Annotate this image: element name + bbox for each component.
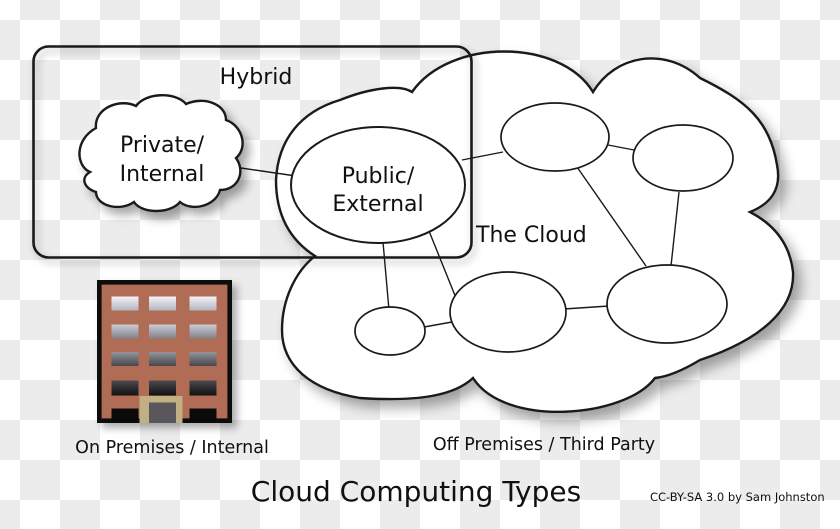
building-icon — [97, 279, 232, 423]
private-internal-cloud — [78, 94, 244, 213]
connector-lines — [240, 144, 680, 328]
connector-node1-node2 — [607, 144, 635, 151]
diagram-title: Cloud Computing Types — [251, 475, 581, 508]
cloud-node-5 — [354, 306, 426, 356]
diagram-labels: Hybrid Private/ Internal Public/ Externa… — [75, 65, 824, 508]
cloud-node-2 — [632, 124, 734, 192]
private-cloud-label-line1: Private/ — [120, 133, 205, 158]
building-windows — [111, 296, 217, 423]
public-external-ellipse — [290, 126, 466, 244]
connector-node1-node3 — [576, 166, 647, 267]
connector-private-public — [240, 167, 297, 177]
public-ellipse-label-line1: Public/ — [342, 164, 415, 189]
building-door — [139, 396, 183, 423]
connector-node4-node3 — [563, 305, 610, 310]
license-attribution: CC-BY-SA 3.0 by Sam Johnston — [650, 490, 825, 504]
public-ellipse-label-line2: External — [332, 192, 423, 217]
connector-public-node4 — [428, 230, 457, 299]
on-premises-label: On Premises / Internal — [75, 438, 269, 458]
cloud-node-1 — [500, 102, 610, 172]
the-cloud-label: The Cloud — [475, 223, 587, 248]
connector-node5-node4 — [423, 321, 453, 328]
cloud-node-4 — [449, 271, 567, 353]
connector-public-node5 — [382, 241, 390, 311]
connector-node2-node3 — [670, 191, 680, 267]
connector-public-node1 — [461, 151, 504, 161]
private-cloud-label-line2: Internal — [120, 162, 205, 187]
off-premises-label: Off Premises / Third Party — [433, 435, 655, 455]
hybrid-label: Hybrid — [220, 65, 293, 90]
hybrid-boundary — [32, 45, 473, 259]
cloud-nodes — [290, 102, 734, 356]
cloud-node-3 — [606, 264, 728, 344]
